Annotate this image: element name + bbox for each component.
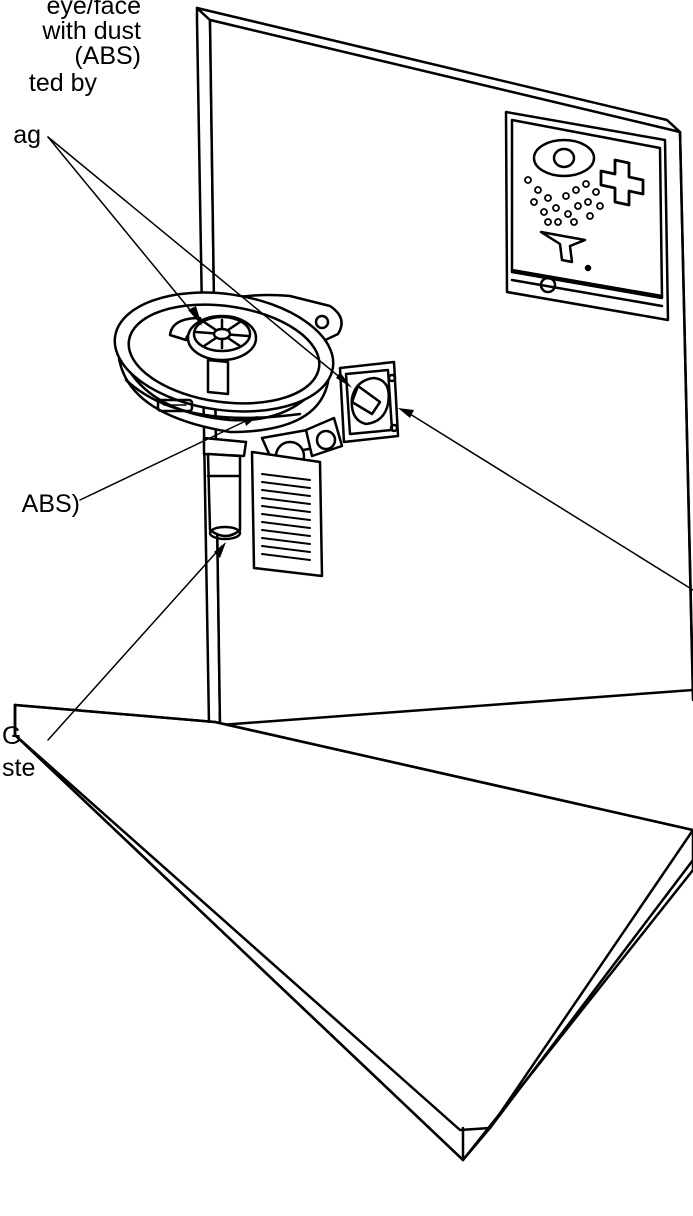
sign-logo xyxy=(539,276,557,294)
water-spray-icon xyxy=(524,176,604,226)
callout-top-line-3: (ABS) xyxy=(74,42,141,70)
base-plate xyxy=(13,703,693,1162)
leader-tag xyxy=(47,136,349,385)
callout-drain-line-2: ste xyxy=(2,754,36,782)
callout-bowl-line-1: ABS) xyxy=(21,490,80,518)
eyewash-sign xyxy=(504,110,670,322)
leader-arrowheads xyxy=(188,306,414,558)
wall-flange-valve xyxy=(338,360,400,444)
instruction-tag xyxy=(250,450,324,578)
callout-top-line-5: ag xyxy=(13,121,41,149)
callout-drain-line-1: G xyxy=(2,722,22,750)
leader-dust-cover xyxy=(47,136,201,323)
callout-top-line-1: eye/face xyxy=(46,0,141,20)
callout-top-line-4: ted by xyxy=(28,69,97,97)
eye-icon xyxy=(532,138,596,178)
cross-icon xyxy=(599,158,645,207)
leader-drain xyxy=(47,545,223,741)
leader-bowl xyxy=(79,417,253,501)
leader-lines xyxy=(47,136,693,741)
fountain-icon xyxy=(539,230,587,264)
callout-top-line-2: with dust xyxy=(42,17,141,45)
leader-valve xyxy=(409,413,693,591)
drain-pipe xyxy=(202,436,248,541)
spray-head xyxy=(168,314,258,396)
